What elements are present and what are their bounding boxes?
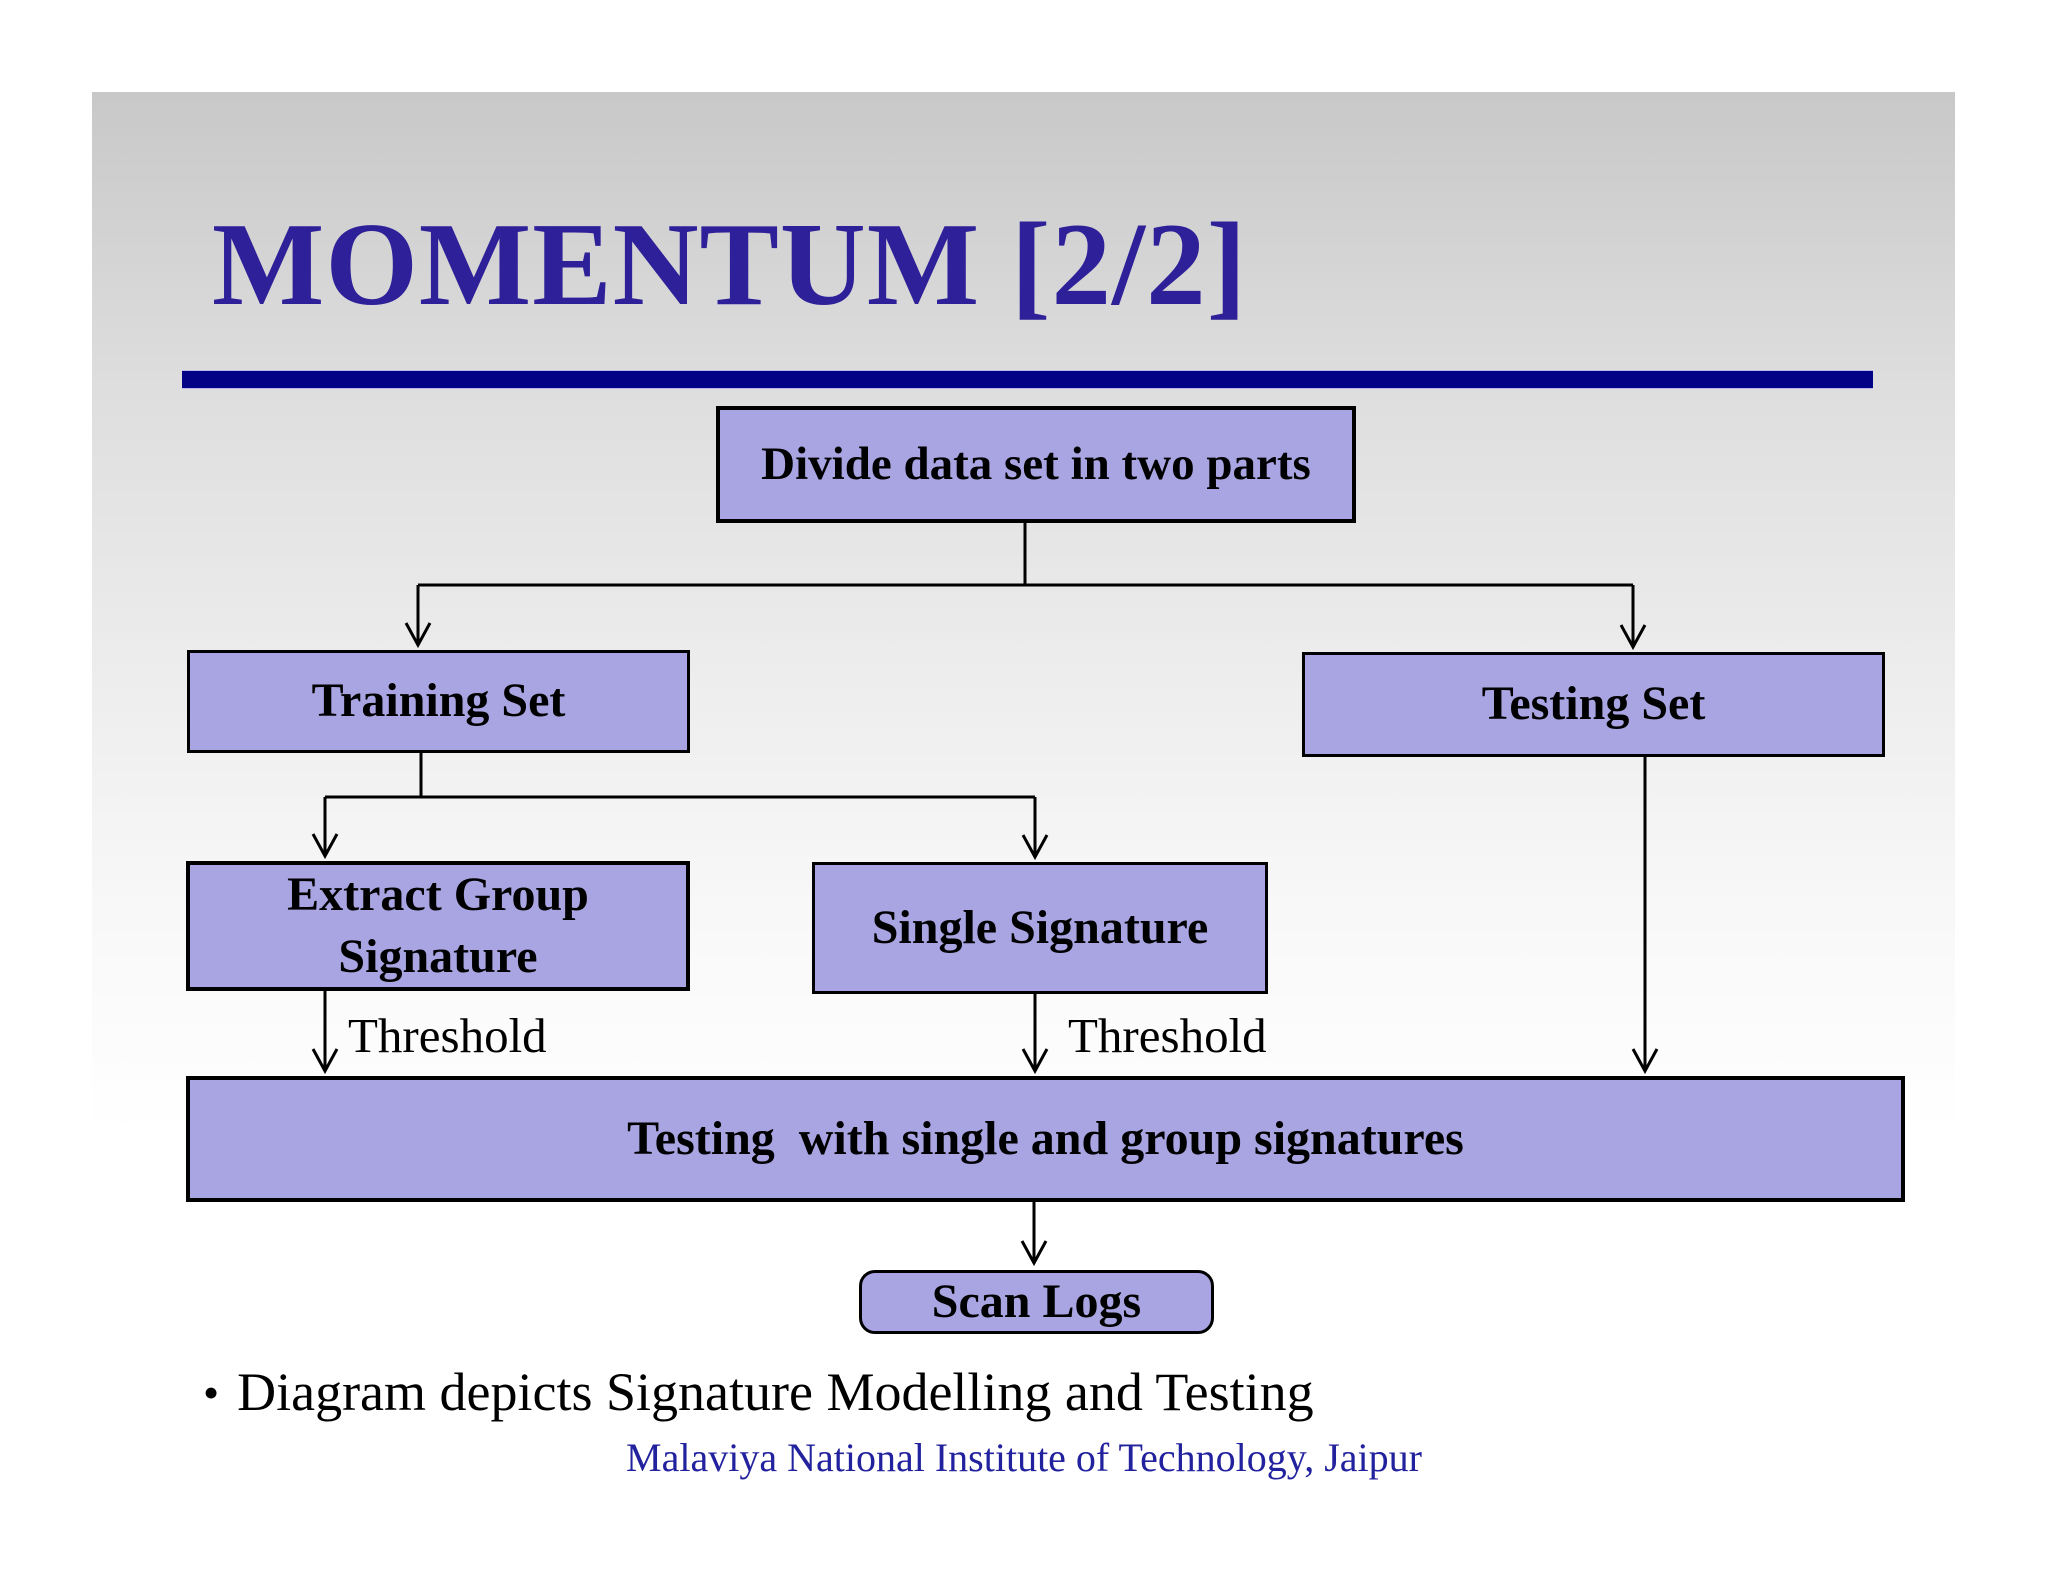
slide-footer: Malaviya National Institute of Technolog… [626,1435,1422,1480]
node-testing-with-signatures: Testing with single and group signatures [186,1076,1905,1202]
bullet-marker-icon: • [203,1367,220,1418]
node-extract-group-signature: Extract Group Signature [186,861,690,991]
node-single-signature: Single Signature [812,862,1268,994]
title-underline-rule [182,370,1873,389]
edge-label-threshold-right: Threshold [1068,1008,1267,1063]
bullet-text: Diagram depicts Signature Modelling and … [237,1362,1314,1422]
node-scan-logs: Scan Logs [859,1270,1214,1334]
bullet-line: • Diagram depicts Signature Modelling and… [203,1360,1314,1425]
node-divide-data-set: Divide data set in two parts [716,406,1356,523]
slide-title: MOMENTUM [2/2] [212,198,1248,330]
node-training-set: Training Set [187,650,690,753]
edge-label-threshold-left: Threshold [348,1008,547,1063]
node-testing-set: Testing Set [1302,652,1885,757]
